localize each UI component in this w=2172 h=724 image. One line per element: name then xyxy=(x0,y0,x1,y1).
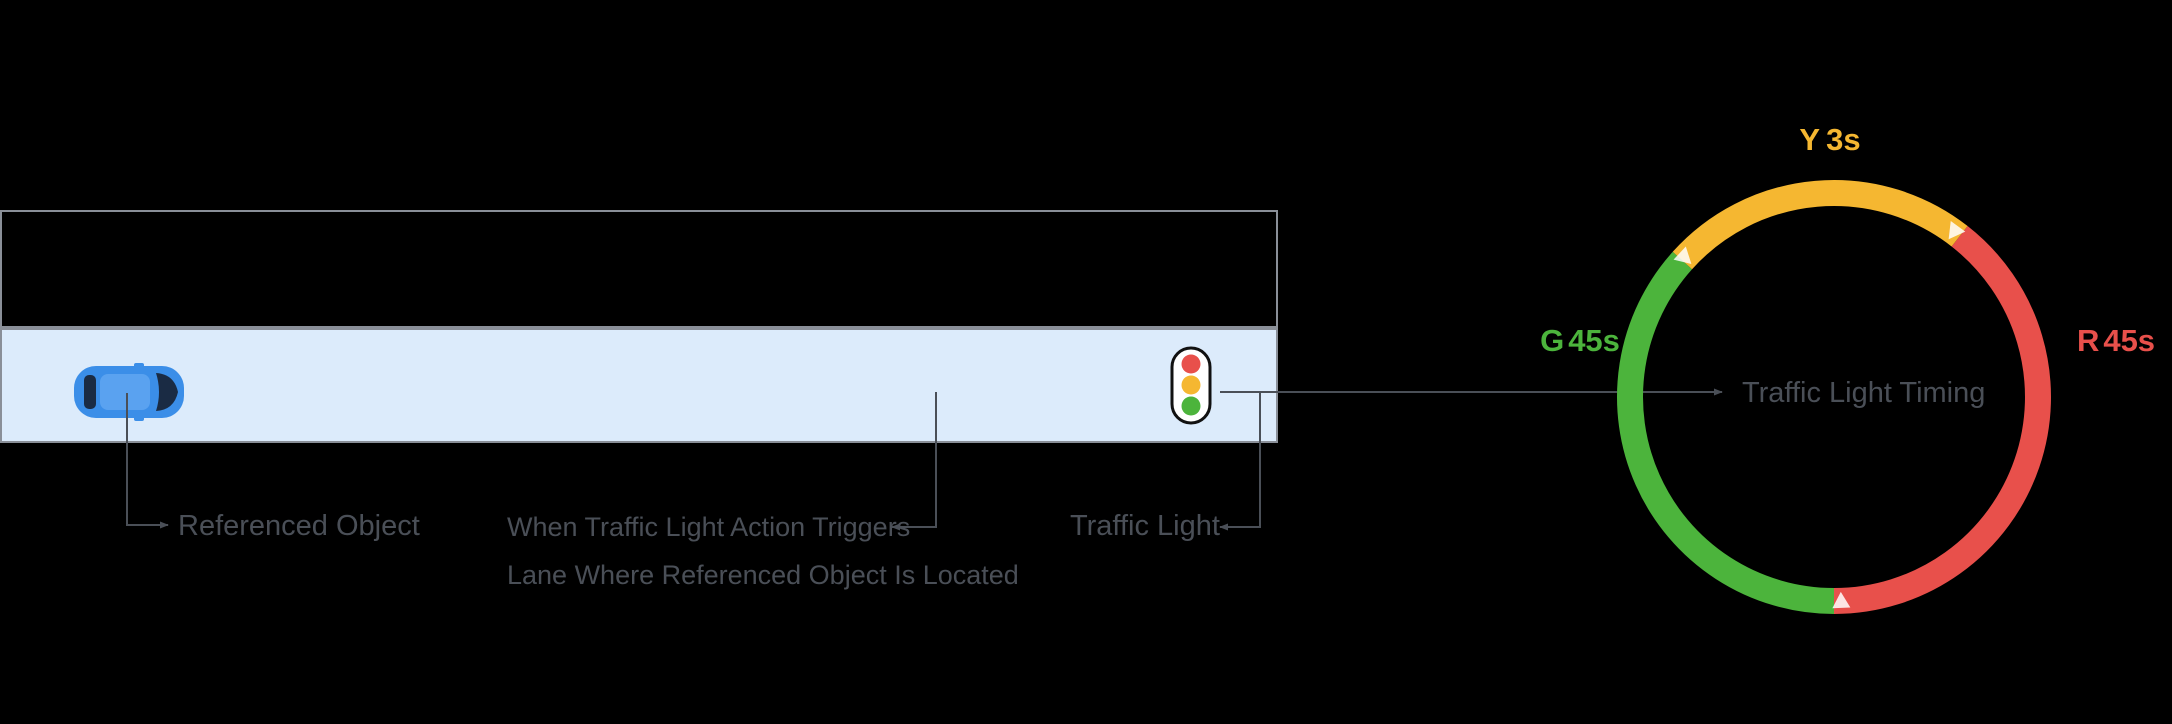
green-phase-duration: 45s xyxy=(1568,323,1620,358)
yellow-phase-arc xyxy=(1672,180,1968,270)
green-to-yellow-marker xyxy=(1673,246,1692,265)
timing-ring xyxy=(1617,180,2051,614)
car-icon xyxy=(74,363,184,421)
trigger-label-line-1: When Traffic Light Action Triggers xyxy=(507,512,910,542)
referenced-object-leader xyxy=(126,393,169,529)
yellow-to-red-marker xyxy=(1948,221,1966,240)
red-phase-arc xyxy=(1833,226,2051,614)
red-to-green-marker xyxy=(1832,591,1851,609)
trigger-lane-leader xyxy=(891,392,937,531)
green-phase-arc xyxy=(1617,251,1835,614)
yellow-phase-letter: Y xyxy=(1799,122,1820,157)
timing-label: Traffic Light Timing xyxy=(1742,377,1985,409)
referenced-object-label: Referenced Object xyxy=(178,510,420,542)
traffic-light-icon xyxy=(1170,346,1212,425)
traffic-light-label: Traffic Light xyxy=(1070,510,1220,542)
yellow-phase-duration: 3s xyxy=(1826,122,1860,157)
trigger-label-line-2: Lane Where Referenced Object Is Located xyxy=(507,560,1019,590)
referenced-lane xyxy=(0,328,1278,443)
red-phase-letter: R xyxy=(2077,323,2099,358)
green-phase-letter: G xyxy=(1540,323,1564,358)
upper-lane xyxy=(0,210,1278,328)
red-phase-duration: 45s xyxy=(2103,323,2155,358)
